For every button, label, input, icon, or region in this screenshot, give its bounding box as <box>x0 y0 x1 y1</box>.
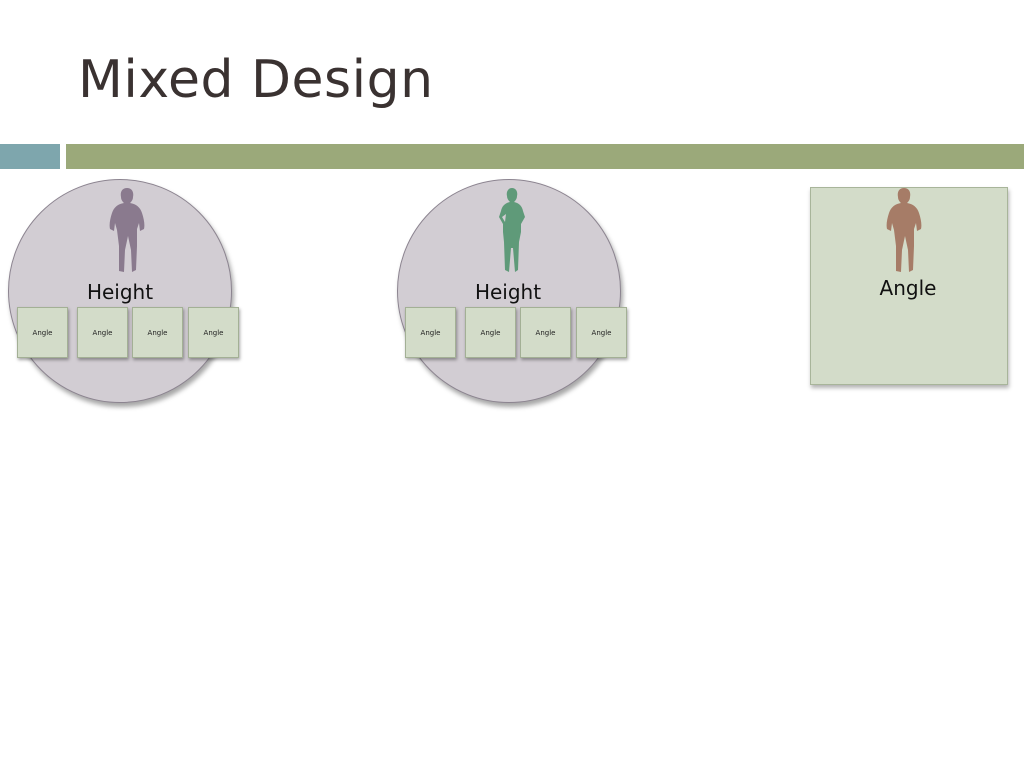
group-2-condition-2: Angle <box>465 307 516 358</box>
group-1-condition-4: Angle <box>188 307 239 358</box>
person-silhouette-shape <box>886 188 922 272</box>
person-silhouette-icon <box>109 188 145 272</box>
person-silhouette-icon <box>886 188 922 272</box>
group-1-condition-2: Angle <box>77 307 128 358</box>
accent-bar-teal <box>0 144 60 169</box>
group-3-label: Angle <box>879 276 937 300</box>
group-2-condition-1: Angle <box>405 307 456 358</box>
group-1-label: Height <box>86 280 154 304</box>
group-2-condition-3: Angle <box>520 307 571 358</box>
group-2-condition-4: Angle <box>576 307 627 358</box>
person-silhouette-shape <box>499 188 525 272</box>
group-2-label: Height <box>474 280 542 304</box>
person-silhouette-shape <box>109 188 145 272</box>
group-1-condition-1: Angle <box>17 307 68 358</box>
group-1-condition-3: Angle <box>132 307 183 358</box>
accent-bar-green <box>66 144 1024 169</box>
slide-title: Mixed Design <box>78 50 434 110</box>
person-silhouette-icon <box>499 188 525 272</box>
